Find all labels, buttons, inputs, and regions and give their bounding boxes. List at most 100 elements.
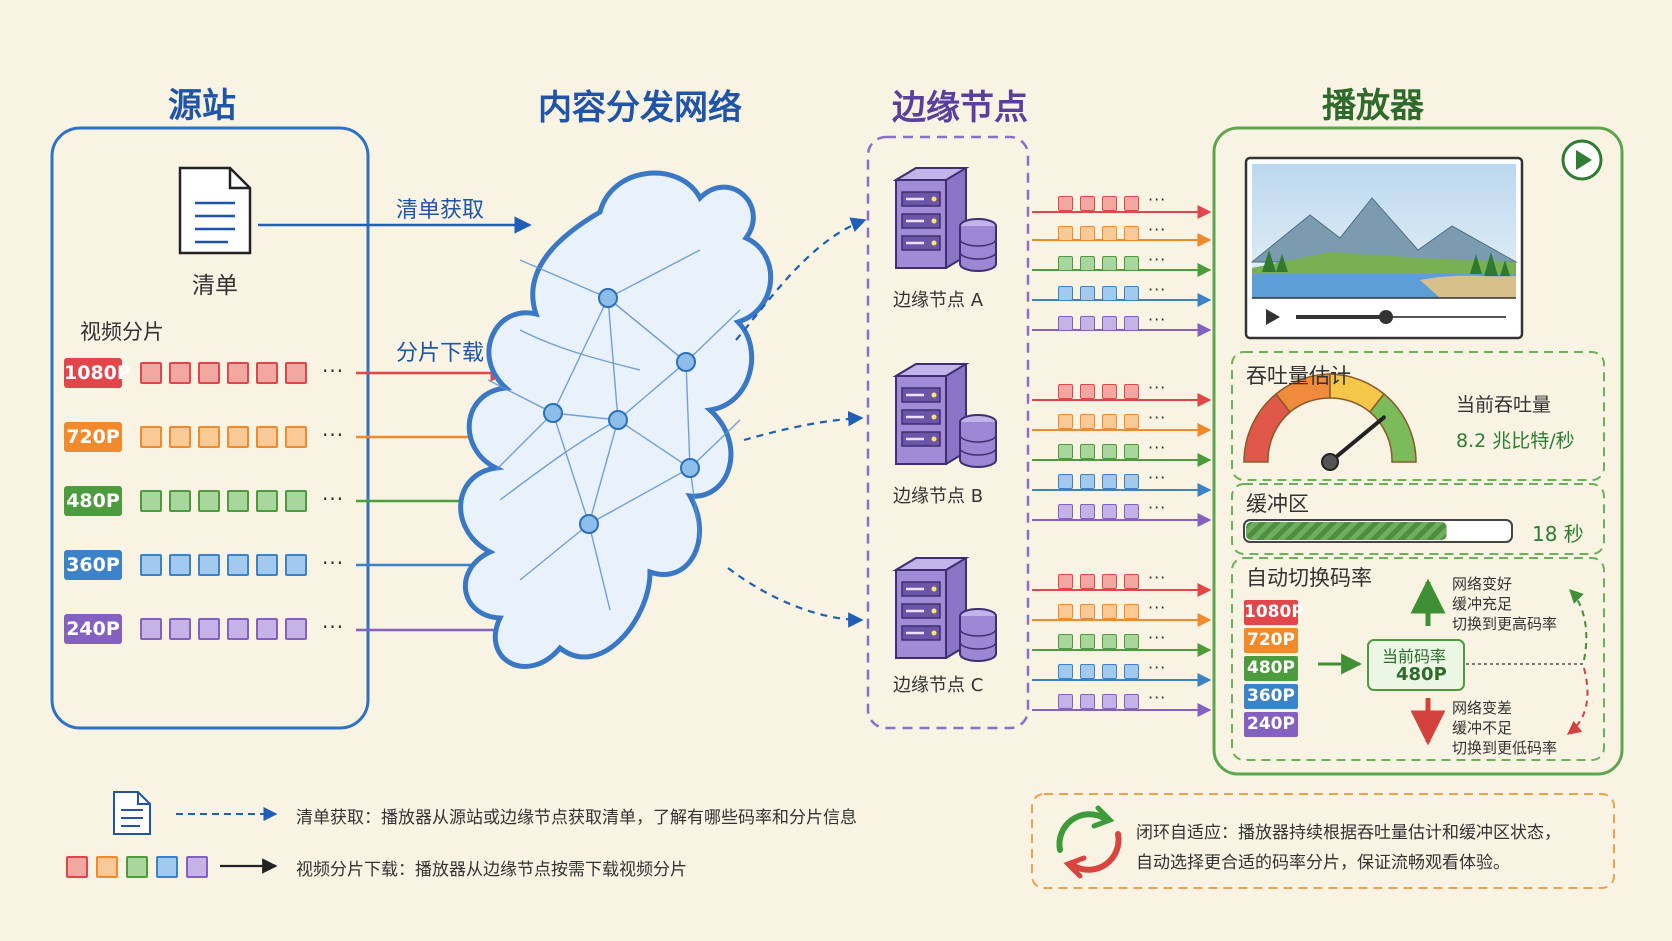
edge-segment-block [1102, 414, 1117, 429]
more-segments-ellipsis: ··· [1148, 438, 1167, 457]
edge-segment-block [1080, 574, 1095, 589]
edge-segment-block [1080, 384, 1095, 399]
video-segment-block [140, 426, 162, 448]
more-segments-ellipsis: ··· [1148, 468, 1167, 487]
down-reason-1: 网络变差 [1452, 699, 1513, 717]
edge-segment-block [1058, 196, 1073, 211]
abr-level-tag: 1080P [1244, 600, 1304, 625]
edge-segment-block [1080, 664, 1095, 679]
video-segment-block [227, 490, 249, 512]
seek-handle[interactable] [1379, 310, 1393, 324]
video-controls[interactable] [1266, 309, 1506, 325]
edge-segment-block [1058, 226, 1073, 241]
play-control-icon[interactable] [1266, 309, 1280, 325]
video-segment-block [285, 362, 307, 384]
edge-segment-block [1058, 316, 1073, 331]
bitrate-up-reasons: 网络变好 缓冲充足 切换到更高码率 [1452, 574, 1557, 634]
legend-segment-text: 视频分片下载：播放器从边缘节点按需下载视频分片 [296, 860, 687, 880]
legend-segment-block [66, 856, 88, 878]
bitrate-down-reasons: 网络变差 缓冲不足 切换到更低码率 [1452, 698, 1557, 758]
edge-segment-block [1058, 414, 1073, 429]
origin-title: 源站 [168, 86, 236, 126]
edge-segment-block [1080, 316, 1095, 331]
edge-segment-block [1058, 256, 1073, 271]
play-button-icon[interactable] [1561, 139, 1603, 181]
video-segment-block [256, 618, 278, 640]
video-segment-block [285, 554, 307, 576]
video-segment-block [227, 554, 249, 576]
more-segments-ellipsis: ··· [322, 423, 345, 447]
more-segments-ellipsis: ··· [322, 359, 345, 383]
video-segment-block [285, 618, 307, 640]
edge-segment-block [1102, 384, 1117, 399]
video-segment-block [227, 362, 249, 384]
edge-segment-block [1080, 226, 1095, 241]
edge-segment-block [1102, 256, 1117, 271]
more-segments-ellipsis: ··· [322, 615, 345, 639]
edge-segment-block [1102, 444, 1117, 459]
edge-segment-block [1102, 226, 1117, 241]
throughput-panel [1231, 351, 1605, 481]
abr-title: 自动切换码率 [1246, 566, 1372, 590]
edge-segment-block [1124, 604, 1139, 619]
edge-segment-block [1124, 474, 1139, 489]
video-frame [1244, 156, 1524, 340]
legend-segment-block [156, 856, 178, 878]
edge-segment-block [1124, 256, 1139, 271]
more-segments-ellipsis: ··· [1148, 250, 1167, 269]
rendition-tag: 1080P [64, 358, 131, 388]
current-bitrate-box [1367, 639, 1465, 691]
origin-panel [50, 126, 370, 730]
edge-segment-block [1102, 504, 1117, 519]
edge-segment-block [1080, 286, 1095, 301]
cdn-to-edge-c-arrow [727, 567, 864, 628]
video-segment-block [285, 426, 307, 448]
cdn-title: 内容分发网络 [538, 88, 742, 128]
up-reason-1: 网络变好 [1452, 575, 1513, 593]
more-segments-ellipsis: ··· [1148, 498, 1167, 517]
more-segments-ellipsis: ··· [1148, 408, 1167, 427]
edge-segment-block [1102, 286, 1117, 301]
up-reason-2: 缓冲充足 [1452, 595, 1513, 613]
edge-segment-block [1058, 384, 1073, 399]
edge-segment-block [1080, 474, 1095, 489]
edge-segment-block [1058, 504, 1073, 519]
player-title: 播放器 [1322, 86, 1424, 126]
edge-segment-block [1124, 384, 1139, 399]
segment-download-label: 分片下载 [396, 341, 485, 366]
edge-segment-block [1124, 226, 1139, 241]
edge-segment-block [1102, 694, 1117, 709]
more-segments-ellipsis: ··· [1148, 598, 1167, 617]
video-segment-block [169, 554, 191, 576]
video-segment-block [169, 618, 191, 640]
edge-segment-block [1058, 444, 1073, 459]
loop-down-dashed-arrow [1566, 667, 1589, 735]
edge-segment-block [1124, 574, 1139, 589]
abr-panel [1231, 557, 1605, 761]
edge-c-arrows [1032, 583, 1212, 717]
more-segments-ellipsis: ··· [1148, 688, 1167, 707]
edge-segment-block [1102, 604, 1117, 619]
player-panel [1212, 126, 1624, 776]
rendition-tag: 480P [64, 486, 122, 516]
legend-segment-block [186, 856, 208, 878]
video-segment-block [227, 618, 249, 640]
edge-segment-block [1080, 604, 1095, 619]
closed-loop-cycle-icon [1056, 805, 1122, 879]
abr-level-tag: 480P [1244, 656, 1298, 681]
current-throughput-value: 8.2 兆比特/秒 [1456, 430, 1575, 452]
segments-label: 视频分片 [80, 320, 164, 344]
video-segment-block [256, 554, 278, 576]
edge-segment-block [1080, 196, 1095, 211]
edge-node-a-label: 边缘节点 A [893, 290, 984, 311]
edge-segment-block [1124, 316, 1139, 331]
video-segment-block [169, 490, 191, 512]
legend-manifest-text: 清单获取：播放器从源站或边缘节点获取清单，了解有哪些码率和分片信息 [296, 808, 857, 828]
video-segment-block [140, 490, 162, 512]
edge-segment-block [1124, 286, 1139, 301]
loop-note-panel [1031, 793, 1615, 889]
more-segments-ellipsis: ··· [1148, 658, 1167, 677]
legend-manifest-icon [113, 791, 151, 835]
edge-node-b-label: 边缘节点 B [893, 486, 984, 507]
video-segment-block [285, 490, 307, 512]
